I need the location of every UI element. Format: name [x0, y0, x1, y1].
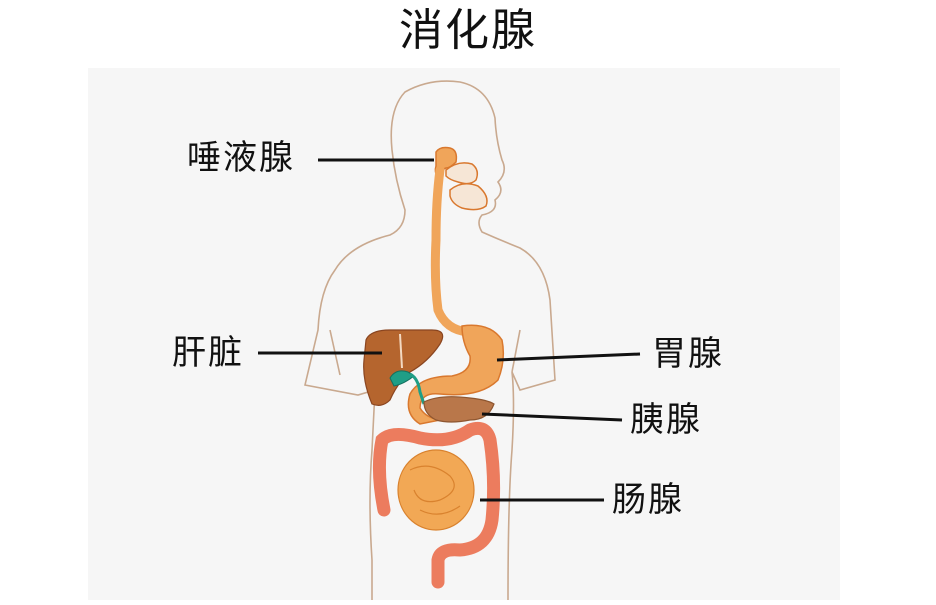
label-salivary-gland: 唾液腺: [187, 138, 295, 178]
diagram-title: 消化腺: [399, 5, 537, 56]
leader-line-gastric: [496, 352, 641, 362]
large-intestine: [372, 421, 501, 589]
gallbladder: [389, 370, 415, 387]
label-pancreas: 胰腺: [630, 400, 702, 440]
leader-line-pancreas: [481, 412, 623, 422]
small-intestine: [397, 449, 475, 531]
label-liver: 肝脏: [172, 333, 244, 373]
label-gastric-gland: 胃腺: [652, 334, 724, 374]
label-intestinal-gland: 肠腺: [612, 480, 684, 520]
liver: [363, 329, 444, 406]
bile-duct: [409, 372, 426, 405]
pancreas: [423, 396, 495, 423]
leader-lines: [258, 158, 641, 502]
esophagus: [430, 165, 473, 337]
